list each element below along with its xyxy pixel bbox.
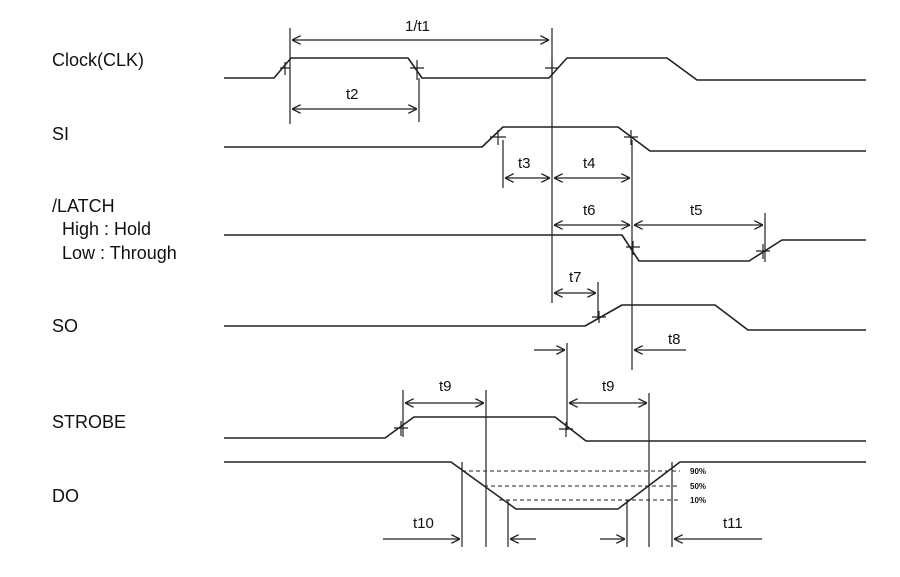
do-waveform bbox=[224, 461, 866, 510]
do-label: DO bbox=[52, 486, 79, 506]
level-90-label: 90% bbox=[690, 467, 706, 476]
t1-label: 1/t1 bbox=[405, 18, 430, 35]
strobe-label: STROBE bbox=[52, 412, 126, 432]
t5-label: t5 bbox=[690, 202, 703, 219]
t7-label: t7 bbox=[569, 269, 582, 286]
t3-label: t3 bbox=[518, 155, 531, 172]
t6-label: t6 bbox=[583, 202, 596, 219]
t9-left-label: t9 bbox=[439, 378, 452, 395]
level-10-label: 10% bbox=[690, 496, 706, 505]
si-label: SI bbox=[52, 124, 69, 144]
reference-lines bbox=[289, 28, 766, 547]
transition-ticks bbox=[280, 60, 770, 437]
latch-low-note: Low : Through bbox=[62, 243, 177, 263]
t9-right-label: t9 bbox=[602, 378, 615, 395]
so-waveform bbox=[224, 304, 866, 331]
latch-high-note: High : Hold bbox=[62, 219, 151, 239]
t4-label: t4 bbox=[583, 155, 596, 172]
t11-label: t11 bbox=[723, 515, 743, 532]
dimension-arrows bbox=[292, 40, 763, 539]
latch-label: /LATCH bbox=[52, 196, 115, 216]
t8-label: t8 bbox=[668, 331, 681, 348]
threshold-lines bbox=[462, 470, 680, 501]
so-label: SO bbox=[52, 316, 78, 336]
t10-label: t10 bbox=[413, 515, 434, 532]
clock-waveform bbox=[224, 57, 866, 81]
latch-waveform bbox=[224, 234, 866, 262]
level-50-label: 50% bbox=[690, 482, 706, 491]
si-waveform bbox=[224, 126, 866, 152]
t2-label: t2 bbox=[346, 86, 359, 103]
strobe-waveform bbox=[224, 416, 866, 442]
clock-label: Clock(CLK) bbox=[52, 50, 144, 70]
